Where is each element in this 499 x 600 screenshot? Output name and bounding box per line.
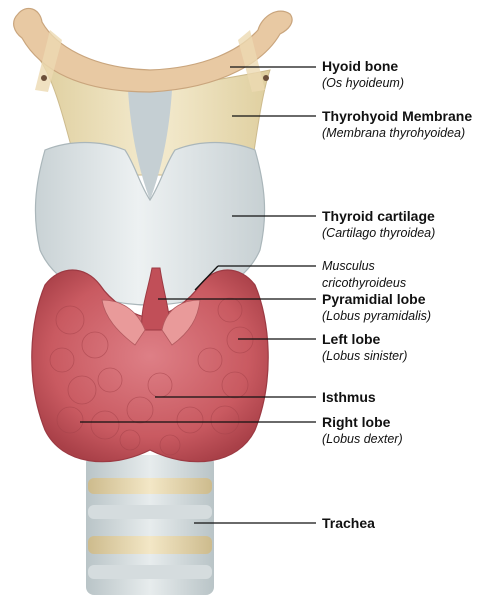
label-latin: (Lobus sinister) bbox=[322, 349, 408, 363]
label-right-lobe: Right lobe (Lobus dexter) bbox=[322, 414, 403, 448]
label-pyramidal-lobe: Pyramidial lobe (Lobus pyramidalis) bbox=[322, 291, 431, 325]
hyoid-bone bbox=[13, 7, 293, 93]
label-left-lobe: Left lobe (Lobus sinister) bbox=[322, 331, 407, 365]
label-main: Trachea bbox=[322, 515, 375, 531]
leader-lines bbox=[80, 66, 316, 524]
label-thyrohyoid-membrane: Thyrohyoid Membrane (Membrana thyrohyoid… bbox=[322, 108, 472, 142]
label-line2: cricothyroideus bbox=[322, 276, 407, 290]
pyramidal-lobe bbox=[141, 267, 171, 331]
label-latin: (Cartilago thyroidea) bbox=[322, 226, 436, 240]
cricothyroid-muscle bbox=[101, 299, 146, 346]
label-latin: (Os hyoideum) bbox=[322, 76, 404, 90]
label-main: Isthmus bbox=[322, 389, 376, 405]
label-latin: (Lobus dexter) bbox=[322, 432, 403, 446]
label-latin: (Lobus pyramidalis) bbox=[322, 309, 432, 323]
label-isthmus: Isthmus bbox=[322, 389, 376, 406]
label-main: Thyroid cartilage bbox=[322, 208, 435, 224]
label-main: Hyoid bone bbox=[322, 58, 399, 74]
thyroid-cartilage bbox=[34, 141, 266, 306]
trachea bbox=[86, 455, 214, 595]
label-latin: (Membrana thyrohyoidea) bbox=[322, 126, 466, 140]
label-line1: Musculus bbox=[322, 259, 375, 273]
label-thyroid-cartilage: Thyroid cartilage (Cartilago thyroidea) bbox=[322, 208, 435, 242]
label-main: Left lobe bbox=[322, 331, 381, 347]
label-main: Thyrohyoid Membrane bbox=[322, 108, 473, 124]
label-main: Right lobe bbox=[322, 414, 391, 430]
label-cricothyroid: Musculus cricothyroideus bbox=[322, 258, 406, 292]
label-trachea: Trachea bbox=[322, 515, 375, 532]
label-main: Pyramidial lobe bbox=[322, 291, 426, 307]
label-hyoid-bone: Hyoid bone (Os hyoideum) bbox=[322, 58, 404, 92]
thyroid-gland bbox=[31, 267, 269, 463]
